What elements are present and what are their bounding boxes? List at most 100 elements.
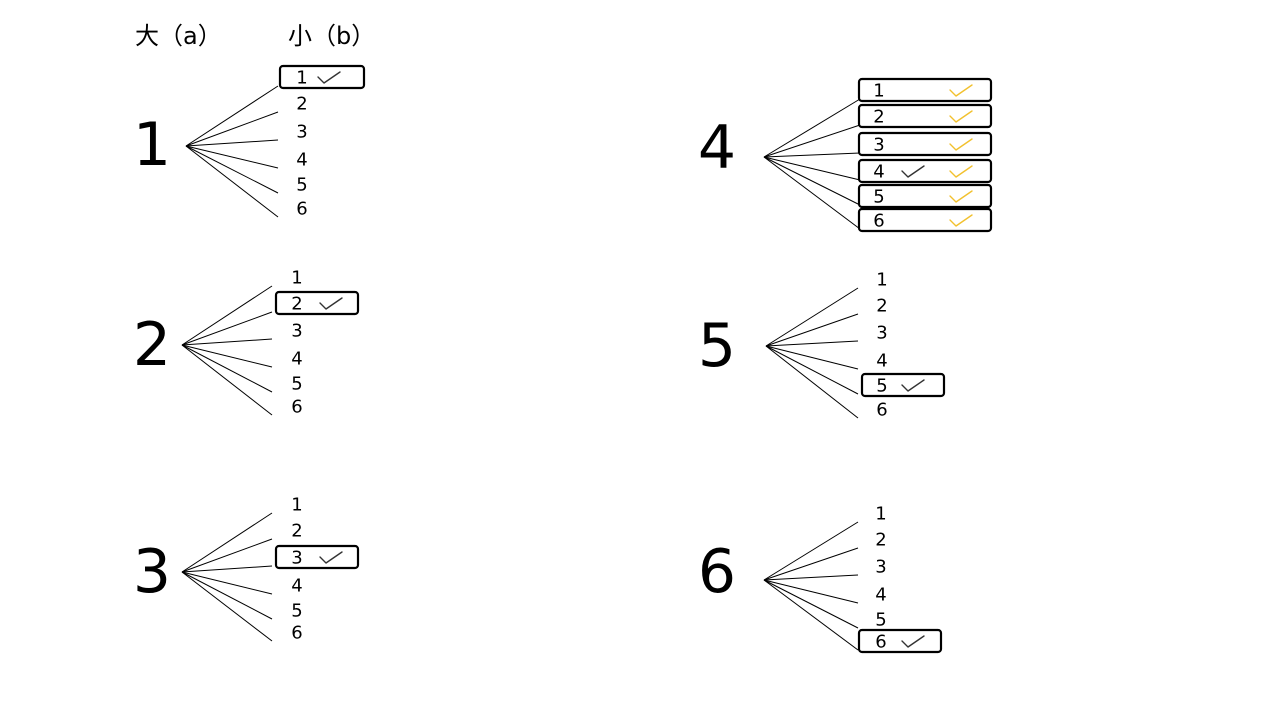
highlight-box	[857, 103, 993, 129]
small-die-label: 5	[291, 374, 302, 395]
branch-line	[765, 345, 859, 395]
branch-line	[763, 156, 861, 181]
small-die-label: 6	[296, 199, 307, 220]
check-icon-gold	[949, 110, 973, 123]
small-die-label: 1	[875, 504, 886, 525]
highlight-box	[857, 628, 943, 654]
branch-line	[181, 512, 273, 573]
branch-line	[181, 571, 273, 595]
branch-line	[763, 547, 859, 581]
tree-4: 4 1 2 3 4 5 6	[698, 77, 993, 233]
check-icon-gold	[949, 165, 973, 178]
small-die-label: 4	[876, 351, 887, 372]
small-die-label: 5	[296, 175, 307, 196]
branch-line	[185, 85, 279, 147]
large-die-label: 5	[698, 311, 736, 381]
small-die-label: 1	[296, 68, 307, 89]
check-icon	[901, 379, 925, 392]
check-icon-gold	[949, 138, 973, 151]
small-die-label: 3	[873, 135, 884, 156]
small-die-label: 2	[875, 530, 886, 551]
branch-line	[181, 571, 273, 642]
header-small-b: 小（b）	[288, 22, 376, 50]
branch-line	[181, 565, 273, 573]
small-die-label: 1	[873, 81, 884, 102]
check-icon-gold	[949, 214, 973, 227]
branch-line	[185, 111, 279, 147]
small-die-label: 3	[875, 557, 886, 578]
branch-line	[765, 313, 859, 347]
small-die-label: 5	[875, 610, 886, 631]
small-die-label: 4	[873, 162, 884, 183]
small-die-label: 4	[291, 576, 302, 597]
small-die-label: 6	[291, 397, 302, 418]
branch-line	[763, 574, 859, 581]
branch-line	[185, 145, 279, 169]
small-die-label: 2	[291, 294, 302, 315]
large-die-label: 1	[133, 110, 171, 180]
branch-line	[763, 156, 861, 206]
highlight-box	[857, 131, 993, 157]
highlight-box	[857, 207, 993, 233]
small-die-label: 3	[296, 122, 307, 143]
check-icon	[901, 165, 925, 178]
small-die-label: 1	[291, 495, 302, 516]
branch-line	[181, 571, 273, 620]
branch-line	[181, 338, 273, 346]
branch-line	[185, 139, 279, 147]
large-die-label: 6	[698, 537, 736, 607]
small-die-label: 5	[873, 187, 884, 208]
small-die-label: 3	[876, 323, 887, 344]
branch-line	[181, 344, 273, 393]
branch-line	[763, 579, 859, 629]
branch-line	[181, 344, 273, 368]
highlight-box	[857, 158, 993, 184]
branch-line	[765, 340, 859, 347]
small-die-label: 3	[291, 321, 302, 342]
branch-line	[765, 345, 859, 370]
branch-line	[185, 145, 279, 218]
branch-line	[765, 345, 859, 419]
small-die-label: 4	[875, 585, 886, 606]
branch-line	[763, 156, 861, 230]
check-icon	[319, 551, 343, 564]
small-die-label: 6	[873, 211, 884, 232]
branch-line	[181, 285, 273, 346]
branch-line	[765, 287, 859, 347]
highlight-box	[860, 372, 946, 398]
check-icon-gold	[949, 190, 973, 203]
branch-line	[181, 344, 273, 416]
small-die-label: 2	[873, 107, 884, 128]
highlight-box	[857, 77, 993, 103]
branch-line	[181, 538, 273, 573]
highlight-box	[274, 290, 360, 316]
small-die-label: 1	[876, 270, 887, 291]
branch-line	[181, 311, 273, 346]
small-die-label: 2	[291, 521, 302, 542]
small-die-label: 6	[876, 400, 887, 421]
small-die-label: 6	[875, 632, 886, 653]
small-die-label: 4	[291, 349, 302, 370]
highlight-box	[274, 544, 360, 570]
small-die-label: 2	[296, 94, 307, 115]
tree-5: 5 1 2 3 4 5 6	[698, 270, 946, 421]
branch-line	[763, 98, 861, 158]
small-die-label: 2	[876, 296, 887, 317]
branch-line	[763, 521, 859, 581]
branch-line	[763, 152, 861, 158]
small-die-label: 4	[296, 150, 307, 171]
small-die-label: 5	[291, 601, 302, 622]
highlight-box	[857, 183, 993, 209]
large-die-label: 4	[698, 113, 736, 183]
branch-line	[185, 145, 279, 194]
small-die-label: 6	[291, 623, 302, 644]
check-icon	[901, 635, 925, 648]
branch-line	[763, 579, 859, 604]
small-die-label: 3	[291, 548, 302, 569]
small-die-label: 5	[876, 376, 887, 397]
